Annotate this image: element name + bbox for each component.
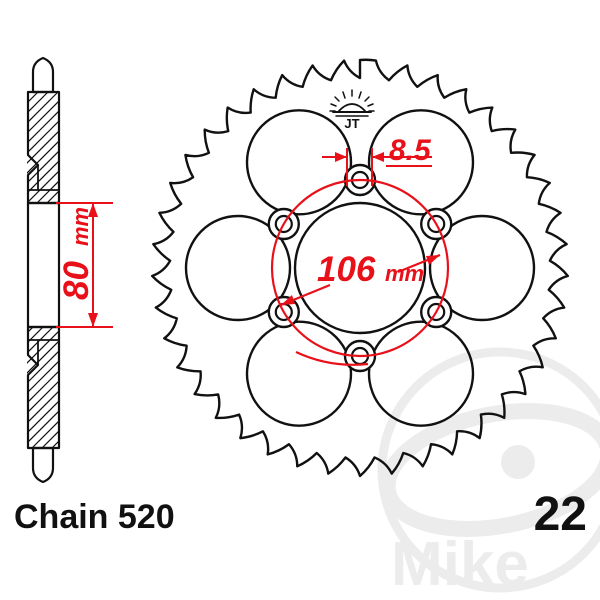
bolt-circle-pcd — [270, 178, 450, 358]
dim-106-label: 106 — [317, 250, 376, 289]
side-hub-band — [26, 201, 61, 329]
center-bore — [293, 201, 427, 335]
lightening-hole — [367, 109, 475, 216]
lightening-hole — [245, 109, 353, 216]
side-step-notch-bottom — [27, 339, 60, 366]
chain-label: Chain 520 — [14, 498, 175, 536]
lightening-hole — [428, 214, 536, 322]
dim-106-leader-left — [280, 283, 331, 307]
dim-106-unit: mm — [385, 261, 424, 286]
dim-80-unit: mm — [68, 207, 93, 246]
side-tooth-tip-bottom — [31, 446, 55, 484]
lightening-hole — [184, 214, 292, 322]
lightening-holes-group — [184, 109, 536, 427]
mike-oval-logo — [377, 347, 600, 593]
dim-80-group — [56, 202, 113, 328]
section-hatch-upper — [27, 92, 59, 203]
lightening-hole — [245, 320, 353, 427]
dim-106-lower-leader — [295, 351, 369, 366]
watermark-text: Mike — [391, 530, 529, 599]
side-tooth-tip-top — [31, 56, 55, 94]
dim-106-leader-right — [397, 253, 441, 274]
dim-85-label: 8.5 — [389, 134, 432, 167]
lightening-hole — [367, 320, 475, 427]
bolt-hole — [267, 207, 300, 241]
watermark-group: Mike — [377, 347, 600, 599]
side-step-notch-top — [27, 164, 60, 191]
sun-dome — [337, 103, 367, 113]
teeth-count-label: 22 — [534, 488, 587, 541]
jt-monogram: JT — [344, 116, 359, 131]
jt-sunburst-logo: JT — [329, 89, 375, 131]
dim-85-group — [322, 148, 432, 186]
side-section-view — [26, 56, 61, 484]
dimension-annotations: 106 mm 8.5 80 mm — [56, 134, 450, 366]
side-rim-lower — [26, 325, 61, 450]
sprocket-tooth-profile — [150, 58, 570, 478]
dim-80-label: 80 — [57, 261, 96, 300]
section-hatch-lower — [27, 327, 59, 448]
sun-rays — [329, 89, 375, 112]
